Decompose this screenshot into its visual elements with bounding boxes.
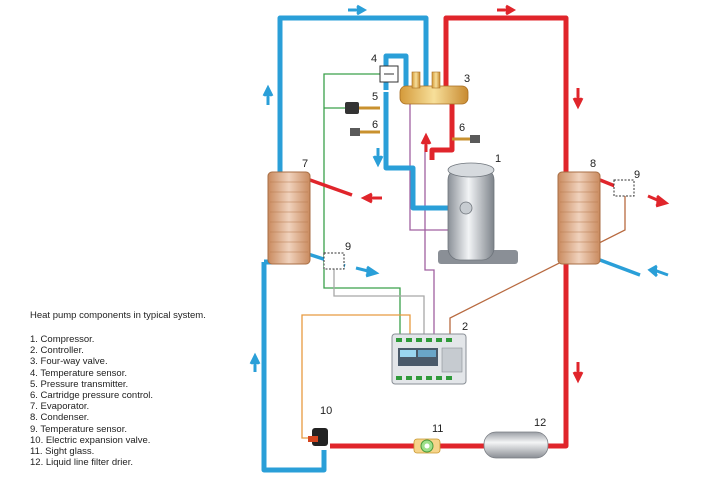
legend-item: 11. Sight glass. (30, 446, 95, 458)
pressure-transmitter (345, 102, 380, 114)
arrow-cond-water-out (647, 194, 670, 208)
callout-filter-drier: 12 (534, 417, 546, 429)
legend-item: 7. Evaporator. (30, 401, 90, 413)
legend-item: 6. Cartridge pressure control. (30, 390, 154, 402)
arrow-up-left (262, 84, 274, 105)
wire-brown (449, 195, 626, 338)
legend-list: 1. Compressor. 2. Controller. 3. Four-wa… (30, 334, 290, 468)
wire-orange (301, 314, 411, 439)
sight-glass (413, 438, 441, 454)
compressor (438, 162, 518, 264)
callout-compressor: 1 (495, 153, 501, 165)
pipe-discharge-to-condenser (443, 15, 596, 177)
callout-expansion-valve: 10 (320, 405, 332, 417)
liquid-line-filter-drier (483, 431, 549, 459)
cartridge-pressure-control-left (350, 128, 380, 136)
wire-purple-2 (424, 140, 435, 338)
legend-item: 10. Electric expansion valve. (30, 434, 151, 446)
arrow-down-suction (372, 148, 384, 168)
callout-pressure-transmitter: 5 (372, 91, 378, 103)
legend-item: 2. Controller. (30, 345, 84, 357)
callout-cartridge-right: 6 (459, 122, 465, 134)
pipe-evaporator-inlet (261, 262, 327, 473)
callout-condenser: 8 (590, 158, 596, 170)
temperature-sensor-condenser (613, 179, 635, 197)
legend-item: 4. Temperature sensor. (30, 367, 127, 379)
arrow-evap-water-out (355, 265, 380, 278)
condenser (557, 171, 601, 265)
callout-controller: 2 (462, 321, 468, 333)
controller (391, 333, 467, 385)
callout-sensor-condenser: 9 (634, 169, 640, 181)
arrow-up-discharge (420, 132, 432, 152)
legend-title: Heat pump components in typical system. (30, 310, 206, 321)
arrow-cond-water-in (647, 264, 669, 278)
arrow-right-cold-top (348, 4, 368, 16)
arrow-down-right (572, 88, 584, 110)
legend-item: 9. Temperature sensor. (30, 423, 127, 435)
pipe-compressor-discharge (429, 100, 455, 160)
arrow-up-left-low (249, 352, 261, 372)
callout-sight-glass: 11 (432, 423, 443, 435)
wire-green (323, 73, 401, 338)
four-way-valve (399, 71, 469, 105)
pipe-suction-to-compressor (383, 92, 462, 211)
pipe-condenser-outlet (548, 249, 596, 449)
legend-item: 1. Compressor. (30, 334, 95, 345)
arrow-evap-water-in (360, 192, 382, 204)
cartridge-pressure-control-right (452, 135, 480, 143)
temperature-sensor-top (379, 65, 399, 83)
electric-expansion-valve (308, 428, 328, 446)
legend-item: 3. Four-way valve. (30, 356, 108, 368)
evaporator (267, 171, 311, 265)
sensor-wires (301, 73, 626, 439)
flow-arrows (249, 4, 670, 384)
callout-evaporator: 7 (302, 158, 308, 170)
component-legend: Heat pump components in typical system. … (30, 310, 290, 468)
legend-item: 5. Pressure transmitter. (30, 378, 129, 390)
wire-gray (333, 262, 425, 338)
callout-temperature-sensor-top: 4 (371, 53, 377, 65)
temperature-sensor-evaporator (323, 252, 345, 270)
callout-four-way-valve: 3 (464, 73, 470, 85)
arrow-right-hot-top (497, 4, 517, 16)
callout-cartridge-left: 6 (372, 119, 378, 131)
arrow-down-right-low (572, 362, 584, 384)
callout-sensor-evaporator: 9 (345, 241, 351, 253)
legend-item: 8. Condenser. (30, 412, 90, 424)
legend-item: 12. Liquid line filter drier. (30, 457, 133, 469)
